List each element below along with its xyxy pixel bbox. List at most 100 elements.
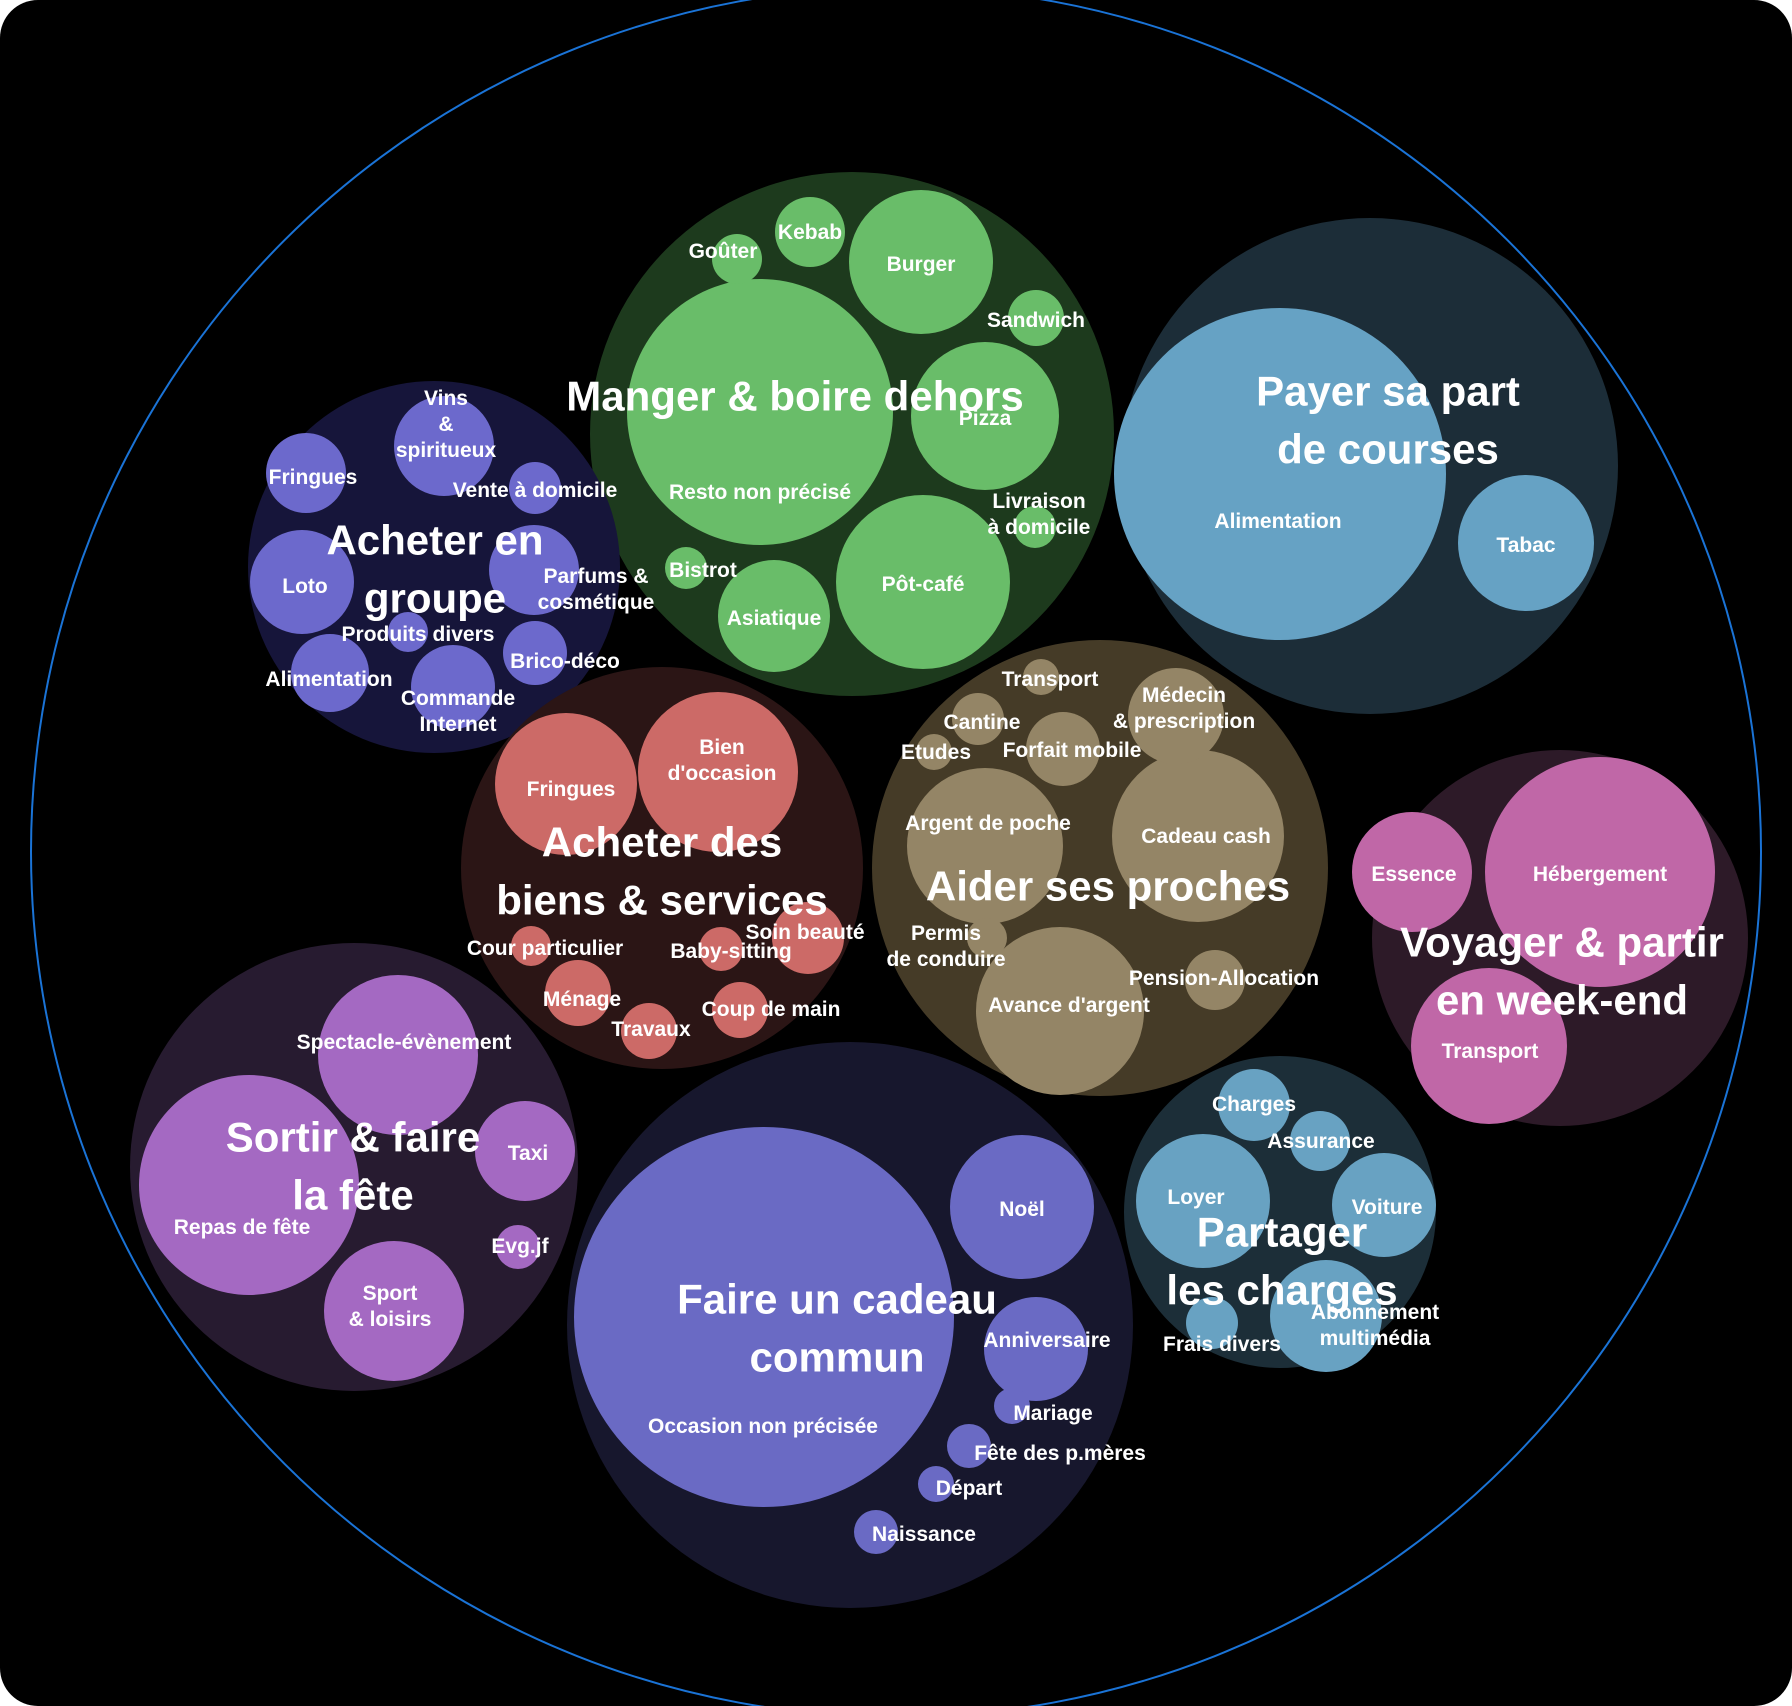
bubble-label-mariage: Mariage [1013,1402,1092,1425]
group-payer-sa-part-de-courses [1114,218,1618,714]
bubble-label-travaux: Travaux [611,1018,691,1041]
bubble-sortir-faire-la-fete-evg-jf[interactable] [496,1225,540,1269]
bubble-label-avance-d-argent: Avance d'argent [988,994,1150,1017]
bubble-manger-boire-dehors-sandwich[interactable] [1008,290,1064,346]
bubble-label-produits-divers: Produits divers [342,623,495,646]
bubble-label-evg-jf: Evg.jf [491,1235,549,1258]
bubble-label-cour-particulier: Cour particulier [467,937,623,960]
bubble-sortir-faire-la-fete-sport-loisirs[interactable] [324,1241,464,1381]
bubble-label-asiatique: Asiatique [727,607,822,630]
bubble-label-pension-allocation: Pension-Allocation [1129,967,1319,990]
bubble-label-hebergement: Hébergement [1533,863,1667,886]
group-acheter-des-biens-services [461,667,863,1069]
bubble-label-vins-spiritueux: Vins&spiritueux [396,387,497,462]
bubble-acheter-en-groupe-fringues[interactable] [266,433,346,513]
bubble-aider-ses-proches-argent-de-poche[interactable] [907,768,1063,924]
bubble-sortir-faire-la-fete-repas-de-fete[interactable] [139,1075,359,1295]
bubble-label-menage: Ménage [543,988,621,1011]
bubble-label-vente-a-domicile: Vente à domicile [453,479,618,502]
bubble-manger-boire-dehors-gouter[interactable] [712,234,762,284]
bubble-partager-les-charges-voiture[interactable] [1332,1153,1436,1257]
bubble-aider-ses-proches-avance-d-argent[interactable] [976,927,1144,1095]
bubble-aider-ses-proches-pension-allocation[interactable] [1185,950,1245,1010]
bubble-aider-ses-proches-transport[interactable] [1023,659,1059,695]
bubble-acheter-des-biens-services-baby-sitting[interactable] [699,927,743,971]
bubble-acheter-des-biens-services-coup-de-main[interactable] [712,982,768,1038]
bubble-payer-sa-part-de-courses-alimentation[interactable] [1114,308,1446,640]
bubble-acheter-en-groupe-commande-internet[interactable] [411,645,495,729]
bubble-manger-boire-dehors-pot-cafe[interactable] [836,495,1010,669]
bubble-acheter-en-groupe-vente-a-domicile[interactable] [509,462,561,514]
group-title-aider-ses-proches: Aider ses proches [926,862,1290,909]
bubble-acheter-des-biens-services-soin-beaute[interactable] [772,902,844,974]
bubble-faire-un-cadeau-commun-depart[interactable] [918,1466,954,1502]
bubble-partager-les-charges-charges[interactable] [1218,1069,1290,1141]
bubble-label-baby-sitting: Baby-sitting [670,940,791,963]
bubble-acheter-des-biens-services-travaux[interactable] [621,1003,677,1059]
bubble-aider-ses-proches-forfait-mobile[interactable] [1026,712,1100,786]
bubble-partager-les-charges-loyer[interactable] [1136,1134,1270,1268]
outer-boundary-circle [30,0,1762,1706]
bubble-label-alimentation: Alimentation [1214,510,1341,533]
bubble-acheter-en-groupe-parfums-cosmetique[interactable] [489,525,579,615]
bubble-voyager-partir-en-week-end-hebergement[interactable] [1485,757,1715,987]
bubble-acheter-des-biens-services-bien-d-occasion[interactable] [638,692,798,852]
bubble-label-cadeau-cash: Cadeau cash [1141,825,1271,848]
bubble-manger-boire-dehors-pizza[interactable] [911,342,1059,490]
bubble-acheter-des-biens-services-cour-particulier[interactable] [511,926,551,966]
bubble-manger-boire-dehors-bistrot[interactable] [665,547,707,589]
bubble-aider-ses-proches-permis-de-conduire[interactable] [967,918,1007,958]
bubble-label-argent-de-poche: Argent de poche [905,812,1071,835]
bubble-acheter-en-groupe-vins-spiritueux[interactable] [394,396,494,496]
bubble-faire-un-cadeau-commun-mariage[interactable] [994,1388,1030,1424]
bubble-label-parfums-cosmetique: Parfums &cosmétique [538,565,655,614]
bubble-acheter-en-groupe-alimentation[interactable] [291,634,369,712]
bubble-acheter-en-groupe-loto[interactable] [250,530,354,634]
bubble-aider-ses-proches-medecin-prescription[interactable] [1128,668,1224,764]
bubble-label-resto-non-precise: Resto non précisé [669,481,851,504]
bubble-partager-les-charges-frais-divers[interactable] [1186,1297,1238,1349]
bubble-voyager-partir-en-week-end-transport[interactable] [1411,968,1567,1124]
bubble-manger-boire-dehors-livraison-a-domicile[interactable] [1014,506,1056,548]
bubble-aider-ses-proches-cantine[interactable] [952,693,1004,745]
bubble-acheter-des-biens-services-menage[interactable] [545,960,611,1026]
bubble-faire-un-cadeau-commun-fete-des-p-meres[interactable] [947,1424,991,1468]
bubble-label-coup-de-main: Coup de main [702,998,841,1021]
bubble-label-gouter: Goûter [689,240,758,263]
bubble-faire-un-cadeau-commun-occasion-non-precisee[interactable] [574,1127,954,1507]
group-acheter-en-groupe [248,381,620,753]
bubble-manger-boire-dehors-kebab[interactable] [775,197,845,267]
bubble-label-naissance: Naissance [872,1523,976,1546]
bubble-acheter-en-groupe-brico-deco[interactable] [503,621,567,685]
bubble-acheter-en-groupe-produits-divers[interactable] [388,612,428,652]
bubble-aider-ses-proches-cadeau-cash[interactable] [1112,750,1284,922]
bubble-sortir-faire-la-fete-spectacle-evenement[interactable] [318,975,478,1135]
bubble-voyager-partir-en-week-end-essence[interactable] [1352,812,1472,932]
bubble-partager-les-charges-abonnement-multimedia[interactable] [1270,1260,1382,1372]
bubble-aider-ses-proches-etudes[interactable] [916,734,952,770]
bubble-faire-un-cadeau-commun-noel[interactable] [950,1135,1094,1279]
bubble-manger-boire-dehors-asiatique[interactable] [718,560,830,672]
bubble-label-pizza: Pizza [959,407,1012,430]
bubble-label-burger: Burger [887,253,956,276]
bubble-label-kebab: Kebab [778,221,842,244]
bubble-sortir-faire-la-fete-taxi[interactable] [475,1101,575,1201]
bubble-acheter-des-biens-services-fringues[interactable] [495,713,637,855]
group-title-manger-boire-dehors: Manger & boire dehors [566,372,1023,419]
bubble-payer-sa-part-de-courses-tabac[interactable] [1458,475,1594,611]
bubble-partager-les-charges-assurance[interactable] [1290,1111,1350,1171]
bubble-label-depart: Départ [936,1477,1003,1500]
bubble-faire-un-cadeau-commun-anniversaire[interactable] [984,1297,1088,1401]
bubble-label-forfait-mobile: Forfait mobile [1003,739,1142,762]
bubble-manger-boire-dehors-resto-non-precise[interactable] [627,279,893,545]
bubble-manger-boire-dehors-burger[interactable] [849,190,993,334]
bubble-faire-un-cadeau-commun-naissance[interactable] [854,1510,898,1554]
